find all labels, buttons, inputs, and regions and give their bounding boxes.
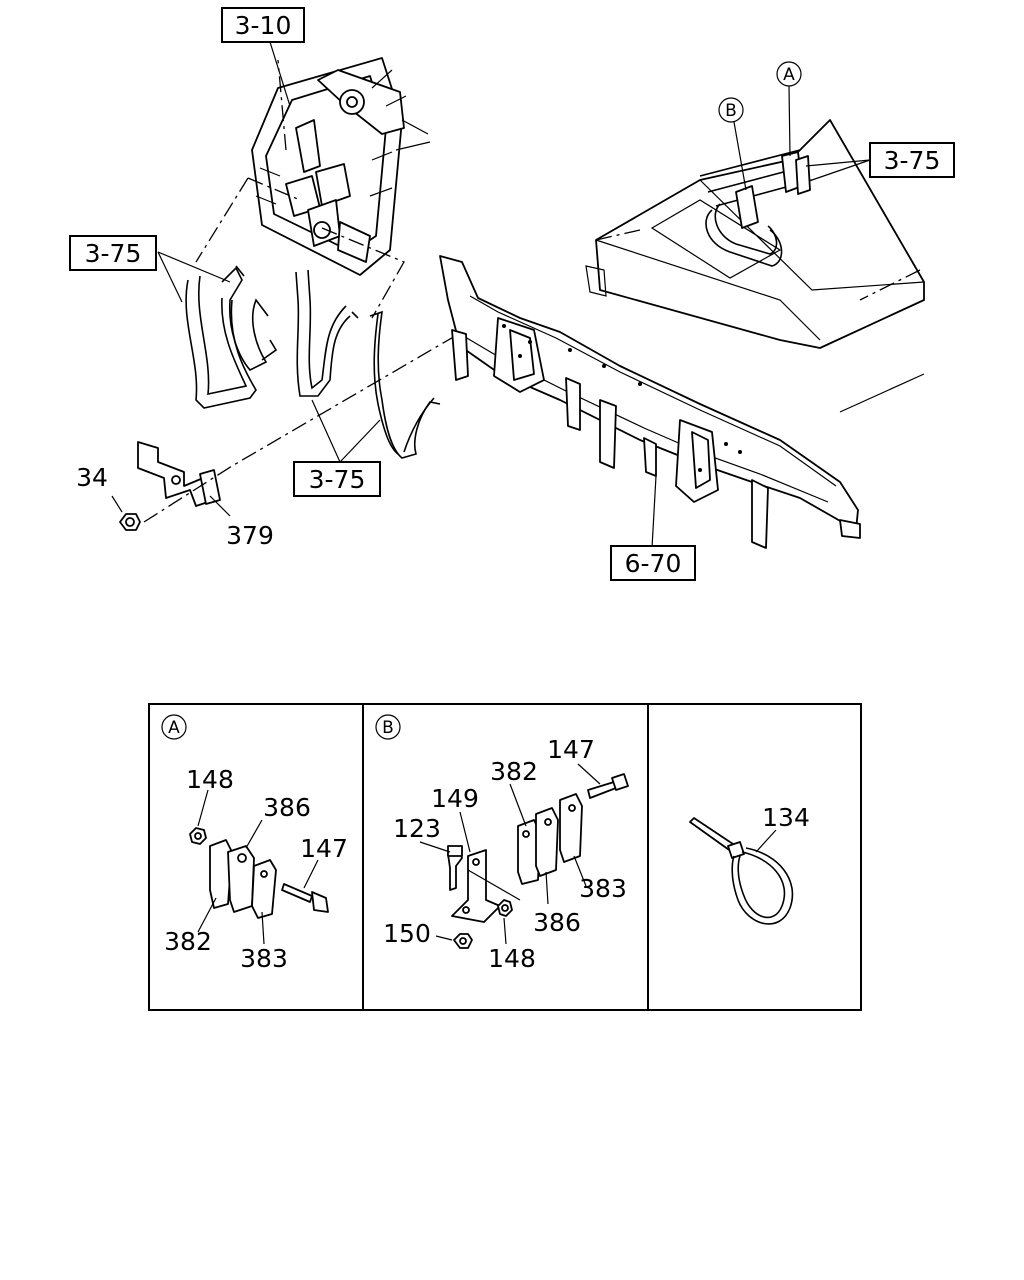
- ref-box-3-75-right: 3-75: [869, 142, 955, 178]
- detail-a-label-383: 383: [240, 944, 288, 973]
- marker-a-main: A: [776, 61, 802, 87]
- bracket-379-drawing: [137, 441, 221, 507]
- svg-text:A: A: [783, 65, 795, 85]
- detail-c-label-134: 134: [762, 803, 810, 832]
- nut-34-drawing: [119, 513, 141, 531]
- svg-text:3-75: 3-75: [309, 465, 366, 494]
- detail-b-label-382: 382: [490, 757, 538, 786]
- svg-text:3-10: 3-10: [235, 11, 292, 40]
- svg-text:B: B: [382, 718, 394, 738]
- detail-b-label-148: 148: [488, 944, 536, 973]
- svg-text:6-70: 6-70: [625, 549, 682, 578]
- ref-box-3-10: 3-10: [221, 7, 305, 43]
- svg-text:A: A: [168, 718, 180, 738]
- marker-b-detail: B: [375, 714, 401, 740]
- hose-group-left: [185, 265, 441, 459]
- frame-rail-drawing: [439, 255, 861, 549]
- label-part-379: 379: [226, 521, 274, 550]
- detail-a-label-147: 147: [300, 834, 348, 863]
- detail-b-label-147: 147: [547, 735, 595, 764]
- ref-box-3-75-bottom: 3-75: [293, 461, 381, 497]
- ref-box-6-70: 6-70: [610, 545, 696, 581]
- detail-c-panel: 134: [689, 803, 810, 925]
- marker-a-detail: A: [161, 714, 187, 740]
- detail-a-panel: A 148 386 147 382 383: [161, 714, 348, 973]
- svg-text:3-75: 3-75: [85, 239, 142, 268]
- detail-b-panel: B 147 382 149 123 383 386 150 148: [375, 714, 629, 973]
- ref-box-3-75-left: 3-75: [69, 235, 157, 271]
- svg-text:B: B: [725, 101, 737, 121]
- detail-b-label-123: 123: [393, 814, 441, 843]
- detail-a-label-382: 382: [164, 927, 212, 956]
- detail-table: [148, 703, 862, 1011]
- detail-b-label-383: 383: [579, 874, 627, 903]
- detail-a-label-148: 148: [186, 765, 234, 794]
- detail-a-label-386: 386: [263, 793, 311, 822]
- detail-b-label-150: 150: [383, 919, 431, 948]
- detail-b-label-149: 149: [431, 784, 479, 813]
- svg-text:3-75: 3-75: [884, 146, 941, 175]
- detail-b-label-386: 386: [533, 908, 581, 937]
- marker-b-main: B: [718, 97, 744, 123]
- pedal-assembly-drawing: [251, 57, 431, 276]
- label-part-34: 34: [76, 463, 108, 492]
